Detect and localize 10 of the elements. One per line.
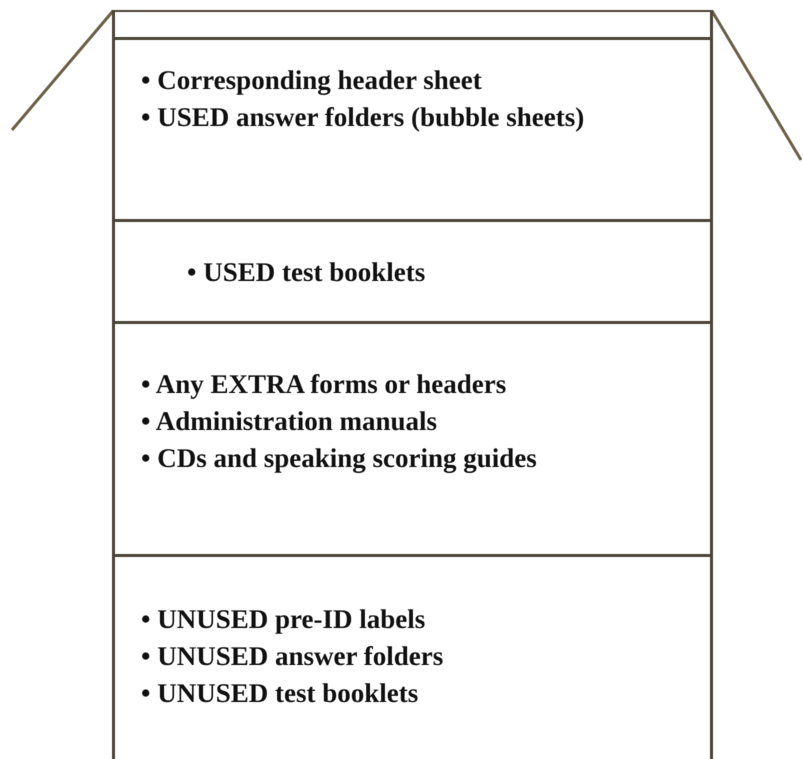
list-item: • USED test booklets: [187, 256, 426, 289]
list-item: • UNUSED answer folders: [141, 640, 444, 673]
list-item: • USED answer folders (bubble sheets): [141, 101, 586, 134]
list-item: • CDs and speaking scoring guides: [141, 442, 538, 475]
list-item: • UNUSED pre-ID labels: [141, 603, 426, 636]
list-item: • Any EXTRA forms or headers: [141, 368, 508, 401]
list-item: • UNUSED test booklets: [141, 677, 420, 710]
box-outline: [112, 10, 713, 759]
list-item: • Administration manuals: [141, 405, 438, 438]
list-item: • Corresponding header sheet: [141, 64, 483, 97]
